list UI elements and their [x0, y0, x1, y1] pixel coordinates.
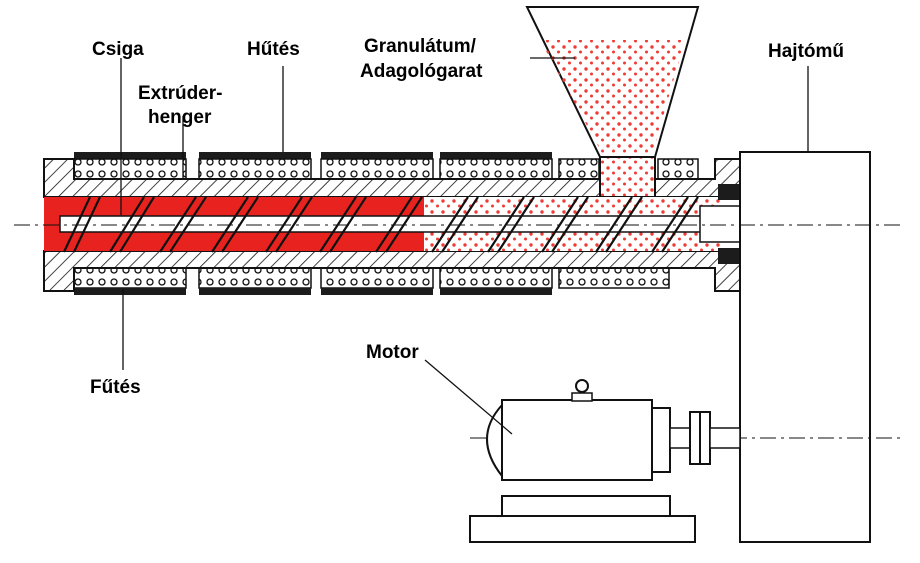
- hopper: [525, 6, 700, 198]
- label-hutes: Hűtés: [247, 39, 300, 60]
- labels: Csiga Extrúder- henger Hűtés Granulátum/…: [90, 36, 844, 398]
- label-csiga: Csiga: [92, 39, 144, 60]
- leader-lines: [120, 57, 809, 435]
- label-extruder-line1: Extrúder-: [138, 83, 222, 104]
- label-motor: Motor: [366, 342, 419, 363]
- label-hajtomu: Hajtómű: [768, 41, 844, 62]
- bottom-heater-bands: [73, 267, 670, 295]
- label-extruder-line2: henger: [148, 107, 212, 128]
- label-granulatum-line2: Adagológarat: [360, 61, 483, 82]
- shaft-bearing: [699, 184, 741, 264]
- label-granulatum-line1: Granulátum/: [364, 36, 477, 57]
- label-futes: Fűtés: [90, 377, 141, 398]
- motor-coupling: [669, 411, 741, 465]
- motor: [469, 379, 696, 543]
- barrel-bore: [44, 196, 739, 253]
- gearbox: [739, 151, 871, 543]
